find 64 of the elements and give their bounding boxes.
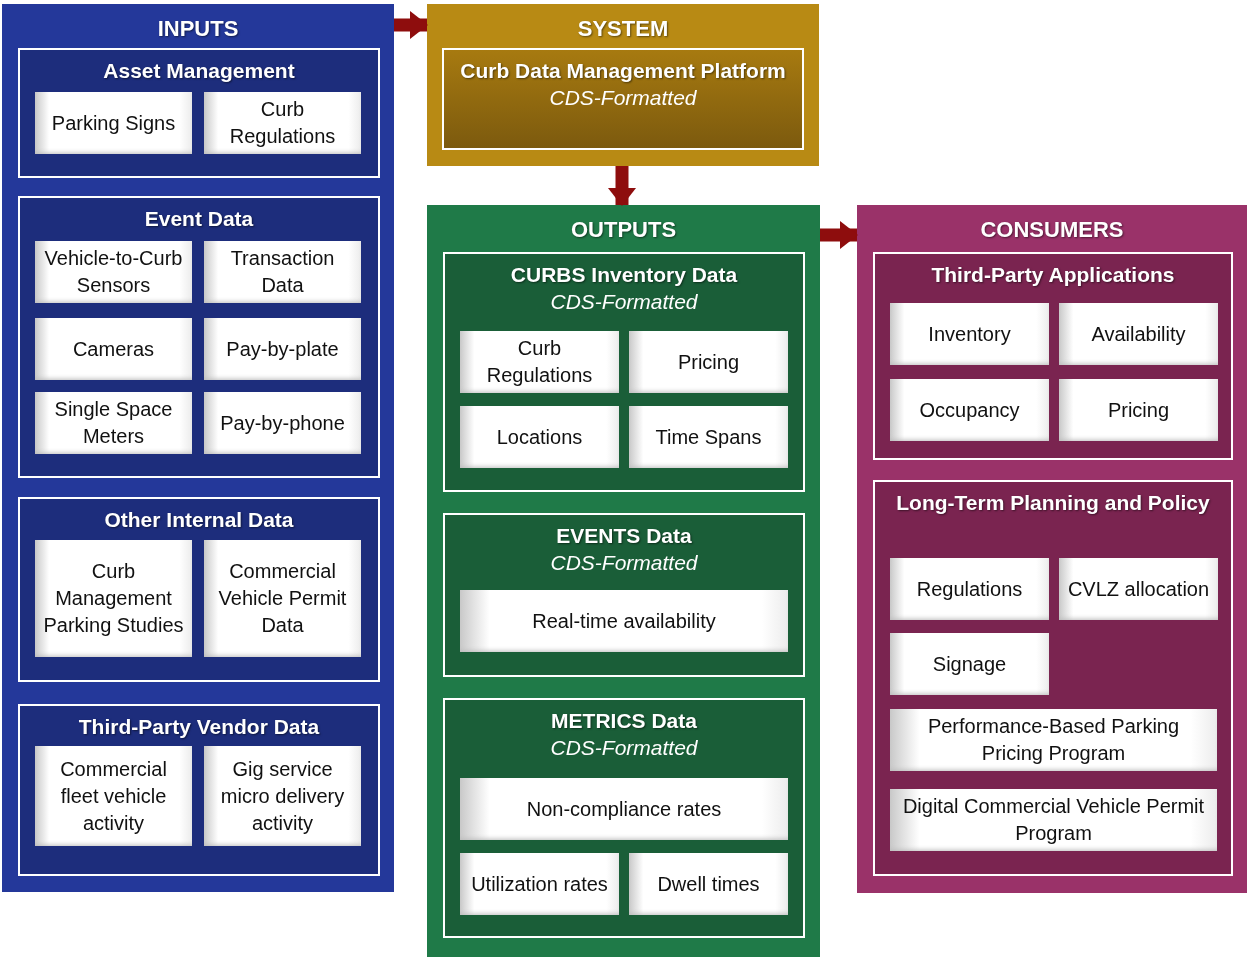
block-arrow [394,11,428,39]
category-panel [443,513,805,677]
section-panel [427,205,820,957]
category-heading: METRICS Data [550,708,698,734]
data-item: Commercial Vehicle Permit Data [204,540,361,657]
section-panel [857,205,1247,893]
block-arrow [820,221,858,249]
category-panel [443,252,805,492]
data-item: Dwell times [629,853,788,915]
data-item: Curb Regulations [204,92,361,154]
data-item: Time Spans [629,406,788,468]
section-panel [2,4,394,892]
format-note: CDS-Formatted [550,289,698,315]
data-item: Occupancy [890,379,1049,441]
data-item: Pricing [1059,379,1218,441]
data-item: Utilization rates [460,853,619,915]
category-panel [442,48,804,150]
category-heading: Other Internal Data [103,507,295,533]
category-panel [873,480,1233,876]
data-item: Real-time availability [460,590,788,652]
data-item: Single Space Meters [35,392,192,454]
data-item: Commercial fleet vehicle activity [35,746,192,846]
category-panel [18,497,380,682]
data-item: Non-compliance rates [460,778,788,840]
data-item: Signage [890,633,1049,695]
data-item: Vehicle-to-Curb Sensors [35,241,192,303]
data-item: Pay-by-phone [204,392,361,454]
section-heading: OUTPUTS [569,217,678,243]
category-panel [18,48,380,178]
format-note: CDS-Formatted [549,85,697,111]
data-item: Transaction Data [204,241,361,303]
category-heading: CURBS Inventory Data [509,262,739,288]
data-item: Curb Management Parking Studies [35,540,192,657]
data-item: Performance-Based Parking Pricing Program [890,709,1217,771]
section-panel [427,4,819,166]
data-item: Locations [460,406,619,468]
category-panel [873,252,1233,460]
data-item: Digital Commercial Vehicle Permit Program [890,789,1217,851]
data-item: Cameras [35,318,192,380]
category-heading: Event Data [143,206,255,232]
category-heading: Third-Party Applications [930,262,1176,288]
category-panel [18,196,380,478]
section-heading: SYSTEM [576,16,670,42]
category-heading: EVENTS Data [555,523,693,549]
category-panel [18,704,380,876]
category-heading: Third-Party Vendor Data [77,714,321,740]
format-note: CDS-Formatted [550,735,698,761]
category-heading: Asset Management [102,58,296,84]
category-panel [443,698,805,938]
data-item: Availability [1059,303,1218,365]
data-item: Gig service micro delivery activity [204,746,361,846]
format-note: CDS-Formatted [550,550,698,576]
data-item: CVLZ allocation [1059,558,1218,620]
data-item: Inventory [890,303,1049,365]
category-heading: Long-Term Planning and Policy [895,490,1211,516]
data-item: Regulations [890,558,1049,620]
category-heading: Curb Data Management Platform [459,58,787,84]
data-item: Pricing [629,331,788,393]
data-item: Parking Signs [35,92,192,154]
data-item: Pay-by-plate [204,318,361,380]
section-heading: INPUTS [156,16,240,42]
data-item: Curb Regulations [460,331,619,393]
section-heading: CONSUMERS [979,217,1125,243]
block-arrow [608,166,636,206]
